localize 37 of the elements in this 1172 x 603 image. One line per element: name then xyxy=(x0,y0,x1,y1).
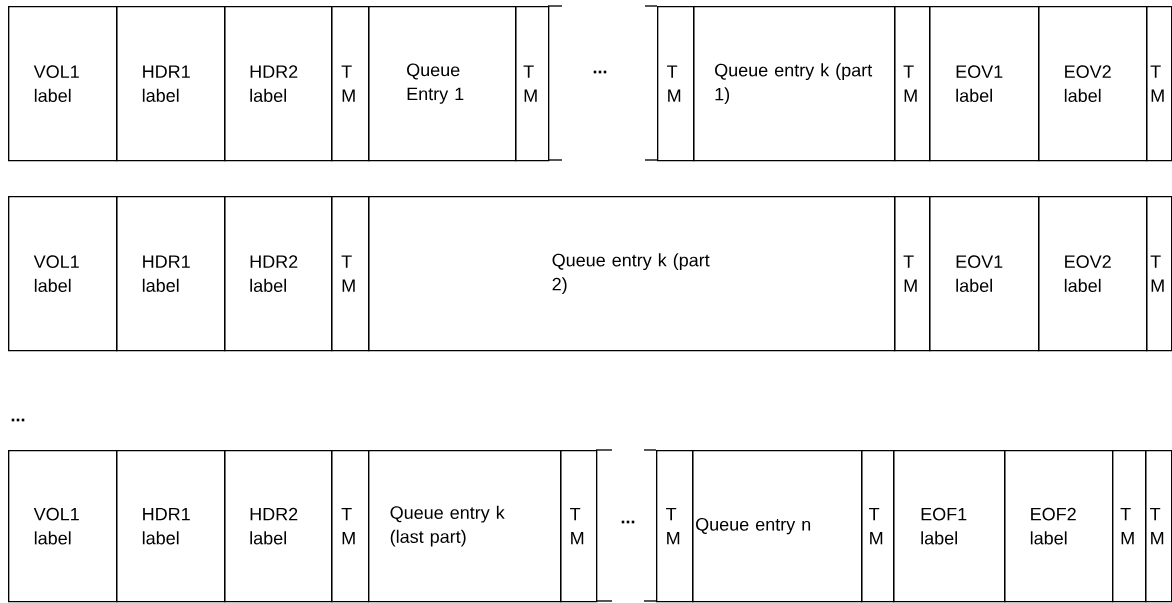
record-cell: VOL1 label xyxy=(8,450,118,603)
record-cell: T M xyxy=(656,450,694,603)
record-cell: Queue entry k (part 1) xyxy=(693,6,896,162)
record-cell: T M xyxy=(861,450,895,603)
record-cell: EOV1 label xyxy=(929,6,1040,162)
record-cell: HDR1 label xyxy=(116,450,226,603)
record-cell: T M xyxy=(894,196,931,352)
record-cell: EOF1 label xyxy=(893,450,1006,603)
record-cell: T M xyxy=(331,196,370,352)
record-cell: Queue entry k (part 2) xyxy=(368,196,896,352)
record-cell: EOV2 label xyxy=(1038,6,1148,162)
record-cell: HDR2 label xyxy=(224,450,333,603)
record-cell: VOL1 label xyxy=(8,6,118,162)
record-cell: HDR2 label xyxy=(224,6,333,162)
record-cell: Queue Entry 1 xyxy=(368,6,517,162)
ellipsis: ... xyxy=(11,418,25,422)
ellipsis: ... xyxy=(593,70,607,74)
ellipsis: ... xyxy=(621,520,635,524)
record-cell: T M xyxy=(1146,6,1172,162)
record-cell: T M xyxy=(515,6,550,162)
record-cell: T M xyxy=(657,6,695,162)
record-cell: T M xyxy=(1112,450,1147,603)
record-cell: T M xyxy=(894,6,931,162)
record-cell: EOF2 label xyxy=(1004,450,1114,603)
record-cell: EOV1 label xyxy=(929,196,1040,352)
record-cell: Queue entry k (last part) xyxy=(368,450,562,603)
record-cell: HDR1 label xyxy=(116,196,226,352)
record-cell: T M xyxy=(331,450,370,603)
record-cell: HDR1 label xyxy=(116,6,226,162)
record-cell: T M xyxy=(1146,196,1172,352)
record-cell: Queue entry n xyxy=(692,450,863,603)
record-cell: T M xyxy=(331,6,370,162)
record-cell: VOL1 label xyxy=(8,196,118,352)
record-cell: T M xyxy=(1145,450,1172,603)
record-cell: T M xyxy=(560,450,598,603)
record-cell: HDR2 label xyxy=(224,196,333,352)
record-cell: EOV2 label xyxy=(1038,196,1148,352)
